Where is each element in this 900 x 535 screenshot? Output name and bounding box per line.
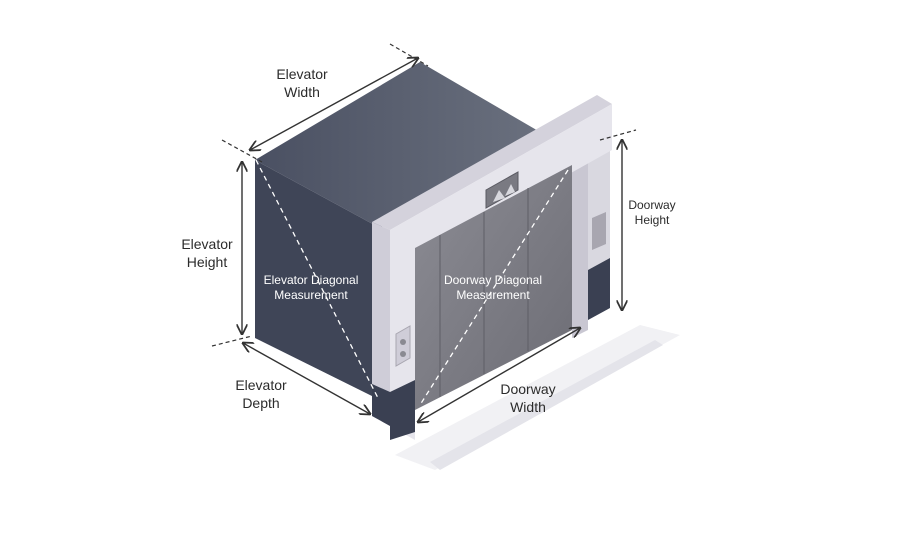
label-line: Height: [186, 253, 228, 270]
arrow-elevator-depth: [243, 343, 370, 414]
label-line: Depth: [242, 394, 280, 411]
frame-left-pillar-side: [372, 222, 390, 426]
frame-lintel-top: [372, 95, 612, 230]
label-elevator-height: Elevator Height: [181, 236, 232, 271]
dimension-arrows: [242, 58, 622, 422]
label-line: Elevator Diagonal: [263, 273, 359, 287]
label-elevator-diagonal: Elevator Diagonal Measurement: [264, 273, 359, 303]
label-line: Elevator: [276, 66, 328, 82]
call-button-panel: [395, 325, 411, 367]
label-line: Measurement: [456, 288, 530, 302]
floor-indicator-panel: [485, 171, 519, 209]
arrow-elevator-width: [250, 58, 418, 150]
label-line: Elevator: [235, 377, 287, 393]
extension-lines: [211, 43, 637, 347]
label-line: Doorway Diagonal: [443, 273, 543, 287]
label-line: Width: [284, 83, 320, 100]
up-down-arrows-icon: [493, 184, 515, 202]
label-line: Width: [510, 398, 546, 415]
label-doorway-width: Doorway Width: [500, 381, 555, 416]
label-line: Height: [634, 213, 670, 227]
label-line: Elevator: [181, 236, 233, 252]
label-elevator-width: Elevator Width: [276, 66, 327, 101]
arrow-doorway-width: [418, 328, 580, 422]
label-doorway-diagonal: Doorway Diagonal Measurement: [444, 273, 542, 303]
label-line: Measurement: [274, 288, 348, 302]
label-doorway-height: Doorway Height: [628, 198, 675, 228]
frame-right-pillar: [572, 152, 588, 338]
diagonal-measure-lines: [255, 159, 569, 406]
wall-dark-base: [390, 380, 415, 440]
side-wall-panel: [592, 212, 606, 250]
label-line: Doorway: [628, 198, 676, 212]
frame-right-dark-base: [588, 258, 610, 320]
label-elevator-depth: Elevator Depth: [235, 377, 286, 412]
label-line: Doorway: [500, 381, 556, 397]
